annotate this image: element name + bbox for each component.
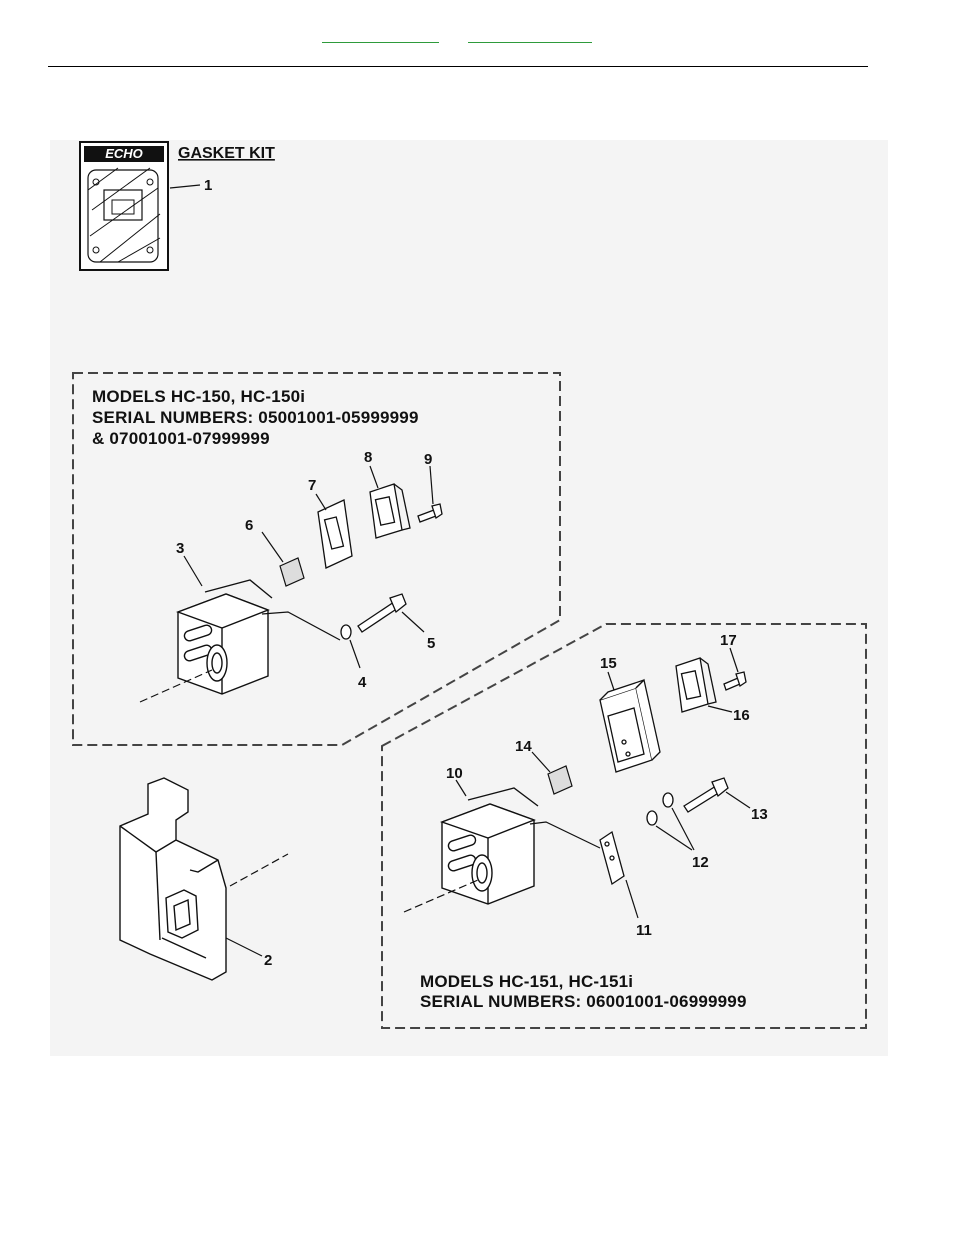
bolt-part-13 [683, 777, 729, 813]
callout-13: 13 [751, 806, 768, 823]
callout-17: 17 [720, 632, 737, 649]
callout-12: 12 [692, 854, 709, 871]
callout-7: 7 [308, 477, 316, 494]
muffler-hc150 [175, 579, 273, 695]
callout-16: 16 [733, 707, 750, 724]
nav-link-1[interactable] [322, 28, 439, 43]
muffler-hc151 [439, 787, 539, 905]
callout-4: 4 [358, 674, 367, 691]
callout-6: 6 [245, 517, 253, 534]
bolt-part-5 [357, 593, 407, 633]
callout-10: 10 [446, 765, 463, 782]
group-a-line-1: MODELS HC-150, HC-150i [92, 387, 305, 406]
callout-8: 8 [364, 449, 372, 466]
gasket-part-7 [317, 499, 353, 569]
group-a-line-3: & 07001001-07999999 [92, 429, 270, 448]
flange-part-8 [369, 483, 411, 539]
callout-1: 1 [204, 177, 212, 194]
callout-14: 14 [515, 738, 532, 755]
washer-part-4 [340, 624, 352, 640]
echo-logo: ECHO [105, 146, 143, 161]
callout-3: 3 [176, 540, 184, 557]
gasket-kit-package: ECHO [79, 141, 169, 271]
screen-part-6 [279, 557, 305, 587]
nav-link-2[interactable] [468, 28, 592, 43]
group-a-boundary [72, 372, 561, 746]
callout-15: 15 [600, 655, 617, 672]
cover-part-2 [119, 777, 227, 981]
callout-2: 2 [264, 952, 272, 969]
washer-part-12a [646, 810, 658, 826]
callout-11: 11 [636, 922, 652, 939]
group-b-line-1: MODELS HC-151, HC-151i [420, 972, 633, 991]
screw-part-17 [723, 671, 747, 691]
callout-5: 5 [427, 635, 435, 652]
group-b-line-2: SERIAL NUMBERS: 06001001-06999999 [420, 992, 747, 1011]
screen-part-14 [547, 765, 573, 795]
washer-part-12b [662, 792, 674, 808]
gasket-kit-title: GASKET KIT [178, 145, 275, 162]
callout-9: 9 [424, 451, 432, 468]
group-a-line-2: SERIAL NUMBERS: 05001001-05999999 [92, 408, 419, 427]
shield-part-15 [599, 678, 661, 773]
header-divider [48, 66, 868, 67]
flange-part-16 [675, 657, 717, 713]
screw-part-9 [417, 503, 443, 523]
group-b-boundary [381, 623, 867, 1029]
plate-part-11 [599, 830, 625, 886]
